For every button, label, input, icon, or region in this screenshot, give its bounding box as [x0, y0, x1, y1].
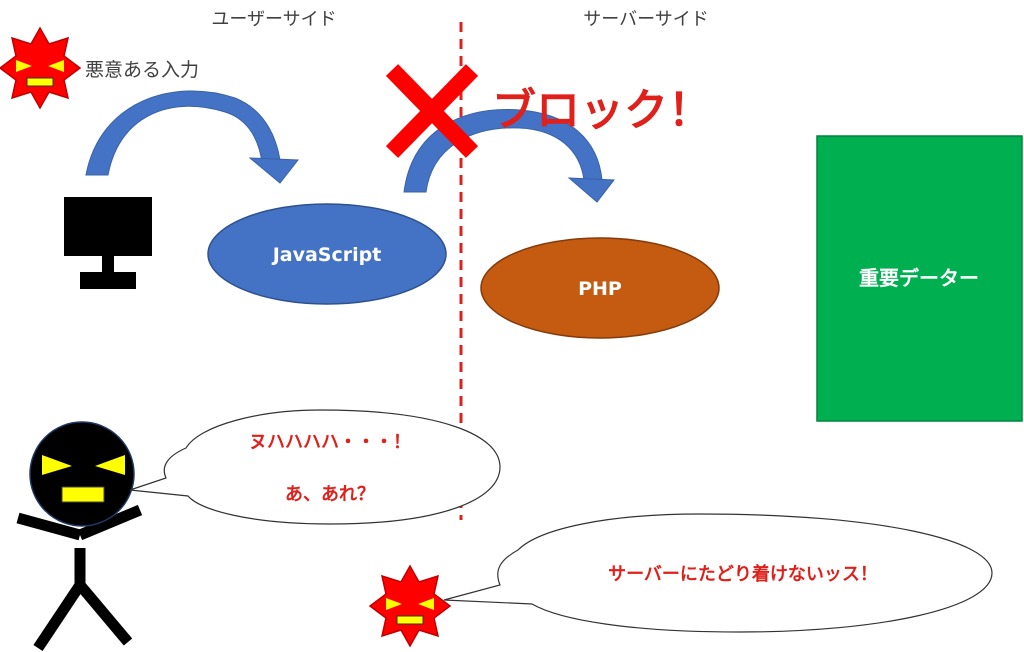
angry-burst-icon-bottom: [368, 564, 452, 648]
monitor-icon: [64, 197, 152, 289]
hacker-right-eye: [95, 455, 125, 475]
minion-speech-bubble: [443, 513, 993, 633]
important-data-store: [816, 135, 1023, 422]
hacker-figure: [16, 421, 143, 652]
php-node: [480, 237, 720, 339]
user-side-header: ユーザーサイド: [211, 9, 336, 30]
red-x-icon: [385, 64, 479, 158]
hacker-speech-bubble: [129, 409, 501, 525]
important-data-label: 重要データー: [859, 266, 979, 290]
hacker-head: [29, 421, 135, 527]
server-side-header: サーバーサイド: [583, 9, 708, 30]
block-label: ブロック！: [492, 85, 712, 136]
php-label: PHP: [578, 278, 622, 300]
javascript-node: [207, 203, 447, 305]
hacker-left-eye: [42, 455, 72, 475]
malicious-input-label: 悪意ある入力: [85, 59, 199, 81]
angry-burst-icon-top: [0, 26, 82, 110]
hacker-speech-line-2: あ、あれ？: [285, 484, 375, 505]
minion-speech-text: サーバーにたどり着けないッス！: [608, 563, 878, 585]
hacker-mouth: [61, 486, 105, 503]
javascript-label: JavaScript: [271, 244, 382, 266]
input-flow-arrow: [85, 90, 299, 184]
hacker-speech-line-1: ヌハハハハ・・・！: [249, 432, 411, 453]
